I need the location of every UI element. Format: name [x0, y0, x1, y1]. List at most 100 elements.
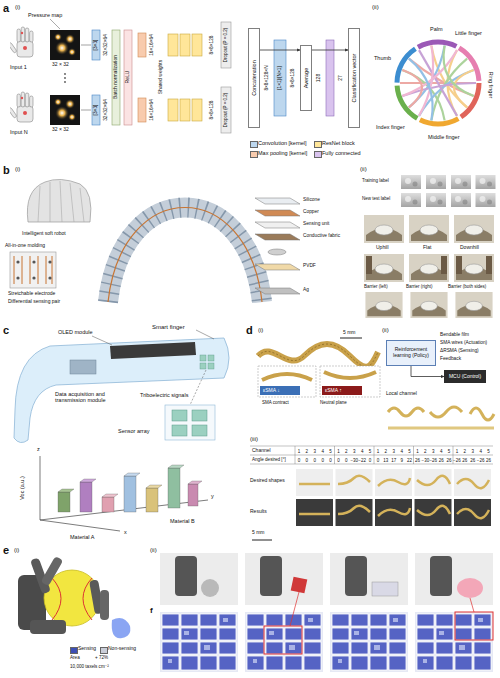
label-text: Shared weights — [158, 60, 164, 94]
label-text: Barrier (right) — [406, 284, 433, 289]
label-text: [3×3] — [93, 40, 99, 51]
label-text: Downhill — [460, 245, 479, 251]
legend-swatch — [100, 647, 108, 654]
label-text: Smart finger — [152, 324, 185, 331]
process-box: Average — [300, 45, 312, 111]
label-text: f — [150, 606, 153, 615]
label-text: 0 — [298, 458, 301, 463]
label-text: [1×1]/[N×1] — [277, 66, 283, 90]
label-text: 0 — [345, 458, 348, 463]
label-text: 2 — [424, 449, 427, 454]
label-text: d — [246, 324, 253, 337]
label-text: 0 — [313, 458, 316, 463]
label-text: 26 — [470, 458, 475, 463]
label-text: (ii) — [360, 166, 367, 173]
label-text: Input 1 — [10, 64, 27, 70]
label-text: ReLU — [125, 71, 131, 84]
label-text: 13 — [383, 458, 388, 463]
label-text: Channel — [252, 448, 271, 454]
label-text: 32×32×64 — [103, 34, 109, 56]
label-text: 1 — [456, 449, 459, 454]
label-text: Silicone — [303, 197, 320, 203]
label-text: Intelligent soft robot — [22, 231, 66, 237]
label-text: Ag — [303, 287, 309, 293]
label-text: 26 — [447, 458, 452, 463]
label-text: Training label — [362, 178, 389, 183]
label-text: −22 — [358, 458, 366, 463]
label-text: 2 — [306, 449, 309, 454]
label-text: 0 — [369, 458, 372, 463]
legend-swatch — [250, 141, 258, 148]
label-text: 4 — [361, 449, 364, 454]
legend-swatch — [314, 141, 322, 148]
label-text: Palm — [430, 26, 443, 32]
label-text: Neutral plane — [320, 400, 347, 405]
label-text: −26 — [429, 458, 437, 463]
label-text: 2 — [464, 449, 467, 454]
label-text: (i) — [15, 4, 20, 11]
label-text: (i) — [14, 547, 19, 554]
legend-text: Non-sensing — [108, 646, 136, 652]
label-text: 5 — [487, 449, 490, 454]
process-box: Classification vector — [348, 28, 360, 128]
label-text: SMA wires (Actuation) — [440, 340, 487, 346]
label-text: Material A — [70, 534, 94, 540]
legend-text: Convolution [kernel] — [258, 140, 307, 146]
label-text: b — [3, 164, 10, 177]
label-text: Voc (a.u.) — [19, 476, 25, 500]
legend-swatch — [70, 647, 78, 654]
label-text: + 72% — [95, 655, 108, 660]
label-text: Little finger — [455, 30, 482, 36]
label-text: Triboelectric signals — [140, 392, 188, 398]
label-text: 0 — [329, 458, 332, 463]
label-text: 5 mm — [252, 530, 265, 536]
label-text: OLED module — [58, 329, 93, 335]
label-text: 3 — [432, 449, 435, 454]
label-text: 3 — [313, 449, 316, 454]
label-text: a — [3, 2, 9, 15]
label-text: 5 — [329, 449, 332, 454]
label-text: 5 mm — [343, 330, 356, 336]
label-text: (ii) — [372, 4, 379, 11]
label-text: 2 — [345, 449, 348, 454]
label-text: 27 — [338, 75, 344, 81]
label-text: 0 — [377, 458, 380, 463]
label-text: 0 — [337, 458, 340, 463]
node-text: Reinforcement learning (Policy) — [387, 347, 435, 359]
label-text: Desired shapes — [250, 478, 285, 484]
label-text: Local channel — [386, 391, 417, 397]
label-text: Index finger — [376, 124, 405, 130]
label-text: ΔRSMA (Sensing) — [440, 348, 479, 354]
label-text: 5 — [448, 449, 451, 454]
label-text: 32 × 32 — [52, 62, 69, 68]
label-text: SMA contract — [262, 400, 289, 405]
legend-text: Max pooling [kernel] — [258, 150, 307, 156]
label-text: 3 — [353, 449, 356, 454]
label-text: (i) — [258, 327, 263, 334]
label-text: 26 — [415, 458, 420, 463]
label-text: 17 — [391, 458, 396, 463]
label-text: Flat — [423, 245, 431, 251]
label-text: 4 — [440, 449, 443, 454]
label-text: 4 — [321, 449, 324, 454]
label-text: −26 — [477, 458, 485, 463]
label-text: Thumb — [374, 55, 391, 61]
label-text: 16×16×64 — [149, 34, 155, 56]
label-text: 5 — [408, 449, 411, 454]
label-text: Stretchable electrode — [8, 291, 55, 297]
label-text: εSMA ↑ — [325, 388, 342, 394]
process-box: Concatenation — [248, 28, 260, 128]
label-text: 4 — [400, 449, 403, 454]
label-text: PVDF — [303, 263, 316, 269]
label-text: e — [3, 544, 9, 557]
label-text: Results — [250, 509, 267, 515]
label-text: Pressure map — [28, 12, 62, 18]
label-text: New test label — [362, 196, 390, 201]
label-text: Area — [70, 655, 80, 660]
label-text: 10,000 taxels cm⁻² — [70, 664, 109, 669]
label-text: 1 — [377, 449, 380, 454]
label-text: Material B — [170, 518, 195, 524]
label-text: 0 — [306, 458, 309, 463]
label-text: 1 — [337, 449, 340, 454]
legend-text: ResNet block — [322, 140, 355, 146]
